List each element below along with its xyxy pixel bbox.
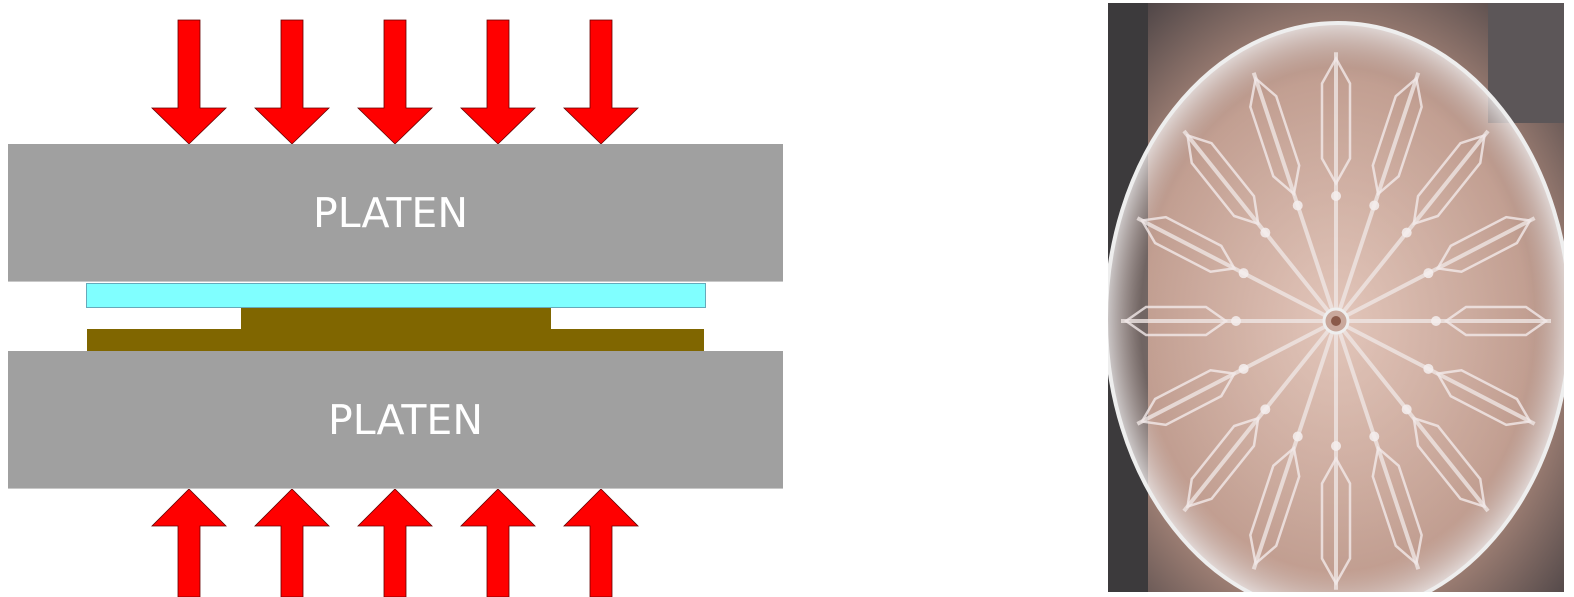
pressure-arrows (151, 19, 639, 597)
hexagonal-chamber (1371, 76, 1423, 197)
hexagonal-chamber (1443, 305, 1549, 337)
valve-dot (1431, 316, 1441, 326)
valve-dot (1331, 441, 1341, 451)
hexagonal-chamber (1249, 76, 1301, 197)
hexagonal-chamber (1320, 455, 1352, 587)
bottom-platen: PLATEN (8, 351, 783, 489)
valve-dot (1238, 268, 1249, 279)
channel-spoke (1335, 319, 1536, 426)
hexagonal-chamber (1435, 215, 1533, 274)
up-arrow-icon-1 (151, 488, 227, 597)
channel-spoke (1334, 319, 1490, 513)
valve-dot (1369, 200, 1380, 211)
valve-dot (1292, 431, 1303, 442)
channel-spoke (1136, 216, 1337, 323)
valve-dot (1401, 227, 1412, 238)
channel-spoke (1182, 319, 1338, 513)
valve-dot (1331, 191, 1341, 201)
valve-dot (1292, 200, 1303, 211)
valve-dot (1260, 404, 1271, 415)
top-platen-label: PLATEN (313, 188, 468, 237)
hexagonal-chamber (1412, 416, 1487, 509)
channel-spoke (1251, 72, 1338, 322)
hexagonal-chamber (1435, 368, 1533, 427)
bottom-platen-label: PLATEN (328, 395, 483, 444)
valve-dot (1401, 404, 1412, 415)
valve-dot (1260, 227, 1271, 238)
valve-dot (1231, 316, 1241, 326)
channel-spoke (1334, 320, 1421, 570)
hexagonal-chamber (1185, 133, 1260, 226)
hexagonal-chamber (1123, 305, 1229, 337)
valve-dot (1238, 363, 1249, 374)
channel-spoke (1251, 320, 1338, 570)
hexagonal-chamber (1139, 215, 1237, 274)
channel-spoke (1334, 72, 1421, 322)
down-arrow-icon-3 (357, 19, 433, 145)
hexagonal-chamber (1185, 416, 1260, 509)
channel-spoke (1136, 319, 1337, 426)
hexagonal-chamber (1249, 445, 1301, 566)
up-arrow-icon-4 (460, 488, 536, 597)
channel-spoke (1182, 129, 1338, 323)
up-arrow-icon-2 (254, 488, 330, 597)
top-platen: PLATEN (8, 144, 783, 282)
up-arrow-icon-5 (563, 488, 639, 597)
hexagonal-chamber (1139, 368, 1237, 427)
valve-dot (1423, 363, 1434, 374)
channel-network (1121, 52, 1551, 590)
mold-feature-layer (241, 308, 551, 330)
hexagonal-chamber (1412, 133, 1487, 226)
down-arrow-icon-2 (254, 19, 330, 145)
hexagonal-chamber (1320, 55, 1352, 187)
valve-dot (1369, 431, 1380, 442)
down-arrow-icon-5 (563, 19, 639, 145)
down-arrow-icon-1 (151, 19, 227, 145)
mold-base-layer (87, 329, 704, 351)
hexagonal-chamber (1371, 445, 1423, 566)
valve-dot (1423, 268, 1434, 279)
down-arrow-icon-4 (460, 19, 536, 145)
cover-layer (86, 283, 706, 308)
channel-spoke (1335, 216, 1536, 323)
up-arrow-icon-3 (357, 488, 433, 597)
microfluidic-disk-photo (1108, 3, 1564, 592)
channel-spoke (1334, 129, 1490, 323)
